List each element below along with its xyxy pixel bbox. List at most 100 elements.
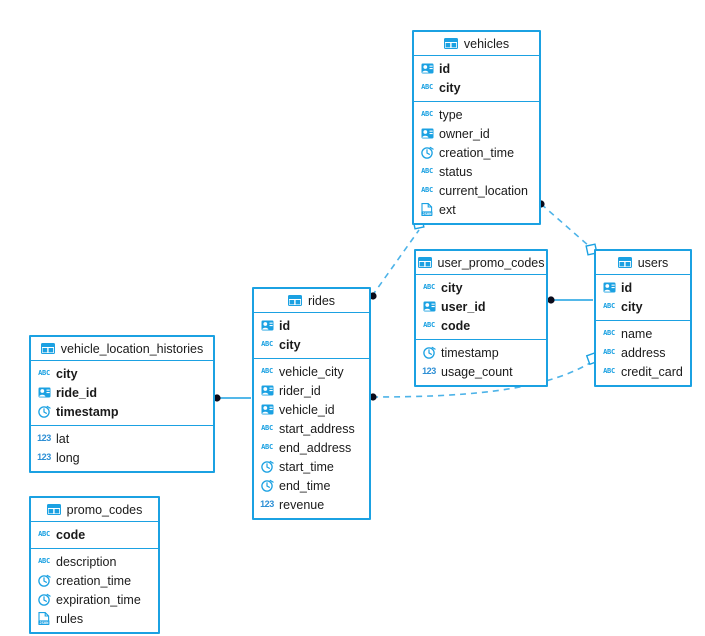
edge-user-promo-codes-users[interactable] [547, 296, 593, 304]
123-number-icon: 123 [260, 499, 274, 509]
123-number-icon: 123 [37, 433, 51, 443]
clock-icon [37, 593, 51, 607]
column-label: ride_id [56, 385, 97, 400]
table-title[interactable]: rides [254, 289, 369, 313]
column-label: city [439, 80, 461, 95]
column-label: id [621, 280, 633, 295]
column-label: status [439, 164, 473, 179]
column-row[interactable]: vehicle_id [254, 400, 369, 419]
column-row[interactable]: ABC code [416, 316, 546, 335]
column-row[interactable]: ride_id [31, 383, 213, 402]
column-row[interactable]: timestamp [416, 343, 546, 362]
column-label: start_time [279, 459, 334, 474]
table-title[interactable]: users [596, 251, 690, 275]
column-row[interactable]: id [414, 59, 539, 78]
svg-text:JSON: JSON [422, 211, 432, 216]
column-label: type [439, 107, 463, 122]
edge-vehicle-location-histories-rides[interactable] [213, 394, 251, 402]
column-row[interactable]: owner_id [414, 124, 539, 143]
column-row[interactable]: ABC address [596, 343, 690, 362]
column-row[interactable]: ABC type [414, 105, 539, 124]
column-label: usage_count [441, 364, 513, 379]
column-label: owner_id [439, 126, 490, 141]
column-label: user_id [441, 299, 486, 314]
column-row[interactable]: rider_id [254, 381, 369, 400]
column-label: vehicle_id [279, 402, 335, 417]
table-name: users [637, 255, 669, 270]
abc-text-icon: ABC [603, 348, 615, 356]
id-card-icon [420, 127, 434, 141]
column-label: city [279, 337, 301, 352]
column-row[interactable]: JSON rules [31, 609, 158, 628]
edge-vehicles-users[interactable] [537, 200, 598, 256]
column-label: name [621, 326, 653, 341]
column-row[interactable]: ABC name [596, 324, 690, 343]
table-title[interactable]: user_promo_codes [416, 251, 546, 275]
column-label: lat [56, 431, 70, 446]
column-row[interactable]: 123 lat [31, 429, 213, 448]
column-row[interactable]: end_time [254, 476, 369, 495]
table-name: rides [307, 293, 336, 308]
table-name: user_promo_codes [437, 255, 545, 270]
table-title[interactable]: vehicles [414, 32, 539, 56]
table-grid-icon [46, 503, 61, 517]
column-row[interactable]: user_id [416, 297, 546, 316]
column-row[interactable]: start_time [254, 457, 369, 476]
abc-text-icon: ABC [421, 110, 433, 118]
table-name: vehicle_location_histories [60, 341, 204, 356]
abc-text-icon: ABC [603, 329, 615, 337]
id-card-icon [260, 384, 274, 398]
json-document-icon: JSON [420, 203, 434, 217]
column-label: timestamp [441, 345, 499, 360]
column-row[interactable]: creation_time [414, 143, 539, 162]
column-label: current_location [439, 183, 528, 198]
id-card-icon [37, 386, 51, 400]
abc-text-icon: ABC [423, 321, 435, 329]
column-label: id [279, 318, 291, 333]
column-label: code [441, 318, 471, 333]
column-row[interactable]: id [254, 316, 369, 335]
column-label: id [439, 61, 451, 76]
abc-text-icon: ABC [38, 369, 50, 377]
column-row[interactable]: timestamp [31, 402, 213, 421]
column-label: address [621, 345, 666, 360]
column-label: rules [56, 611, 84, 626]
table-title[interactable]: promo_codes [31, 498, 158, 522]
clock-icon [260, 460, 274, 474]
column-row[interactable]: creation_time [31, 571, 158, 590]
column-row[interactable]: id [596, 278, 690, 297]
table-title[interactable]: vehicle_location_histories [31, 337, 213, 361]
column-row[interactable]: expiration_time [31, 590, 158, 609]
json-document-icon: JSON [37, 612, 51, 626]
abc-text-icon: ABC [261, 424, 273, 432]
